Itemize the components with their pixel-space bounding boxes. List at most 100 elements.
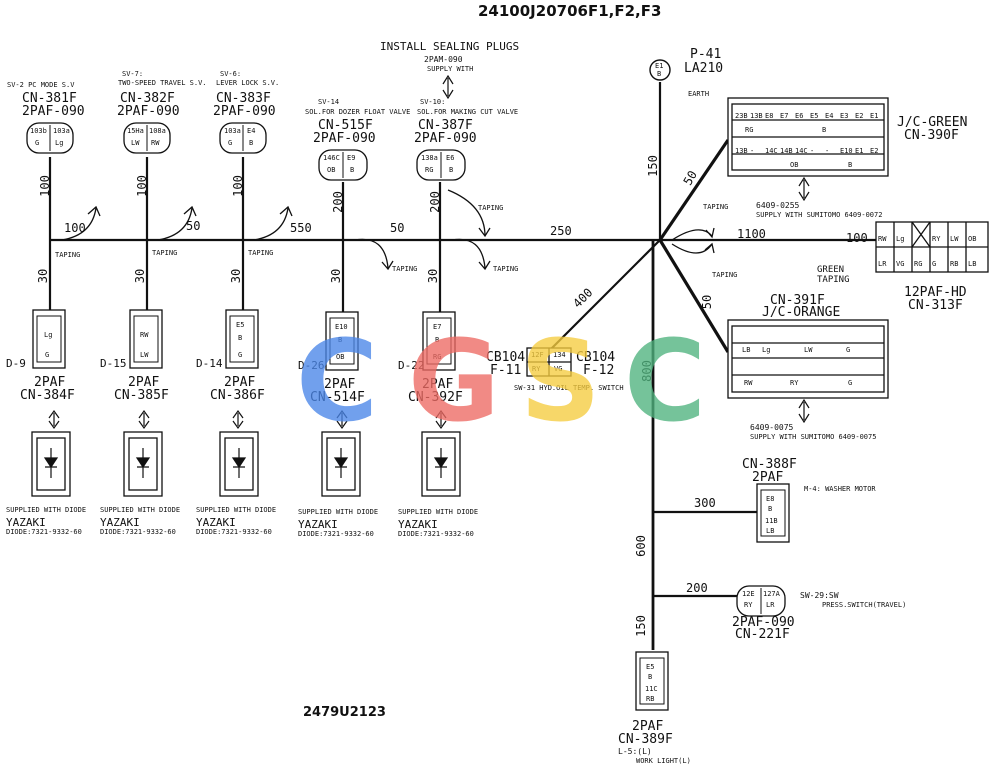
jc-green-pin: - bbox=[750, 147, 755, 155]
len-jc-orange: 50 bbox=[700, 294, 715, 310]
jc-green-pin: E3 bbox=[840, 112, 849, 120]
cn383-pin2: E4 bbox=[247, 127, 256, 135]
d14-pin2: B bbox=[238, 334, 243, 342]
jc-orange-c5: RW bbox=[744, 379, 753, 387]
cn382-pin1: 15Ha bbox=[127, 127, 144, 135]
d26-pin3: OB bbox=[336, 353, 345, 361]
taping-4: TAPING bbox=[392, 265, 418, 273]
cn387-pin2: E6 bbox=[446, 154, 455, 162]
cn388-pin2: B bbox=[768, 505, 773, 513]
paf12-pin: Lg bbox=[896, 235, 905, 243]
d22-diode: DIODE:7321-9332-60 bbox=[398, 530, 474, 538]
jc-green-pin: 14C bbox=[795, 147, 808, 155]
jc-orange-c6: RY bbox=[790, 379, 799, 387]
d22-type: 2PAF bbox=[422, 377, 454, 392]
d15-pin1: RW bbox=[140, 331, 149, 339]
cn221-type: 2PAF-090 bbox=[732, 615, 795, 630]
jc-green-pin: E5 bbox=[810, 112, 819, 120]
len-cn383: 100 bbox=[230, 175, 245, 197]
cn221-code: CN-221F bbox=[735, 627, 790, 642]
paf12-pin: LR bbox=[878, 260, 887, 268]
cn515-color2: B bbox=[350, 166, 355, 174]
cn221-func: SW-29:SW bbox=[800, 591, 839, 600]
cn388-code: CN-388F bbox=[742, 457, 797, 472]
cn221-color2: LR bbox=[766, 601, 775, 609]
cn515-code: CN-515F bbox=[318, 118, 373, 133]
jc-green-pin: 13B bbox=[750, 112, 763, 120]
watermark-letter-4: C bbox=[624, 317, 707, 447]
cn389-code: CN-389F bbox=[618, 732, 673, 747]
earth-ref: P-41 bbox=[690, 47, 722, 62]
d14-code: CN-386F bbox=[210, 388, 265, 403]
len-cn381: 100 bbox=[37, 175, 52, 197]
taping-7: TAPING bbox=[703, 203, 729, 211]
jc-green-pin: 23B bbox=[735, 112, 748, 120]
cn381-type: 2PAF-090 bbox=[22, 104, 85, 119]
cn382-type: 2PAF-090 bbox=[117, 104, 180, 119]
d14-supplied: SUPPLIED WITH DIODE bbox=[196, 506, 277, 514]
d26-diode: DIODE:7321-9332-60 bbox=[298, 530, 374, 538]
paf12-note1: GREEN bbox=[817, 265, 845, 275]
d9-maker: YAZAKI bbox=[6, 516, 46, 529]
d14-ref: D-14 bbox=[196, 357, 223, 370]
cn382-color2: RW bbox=[151, 139, 160, 147]
watermark-letter-3: S bbox=[520, 317, 601, 447]
d9-pin1: Lg bbox=[44, 331, 53, 339]
jc-orange-c3: LW bbox=[804, 346, 813, 354]
jc-orange-supply: SUPPLY WITH SUMITOMO 6409-0075 bbox=[750, 433, 877, 441]
jc-green-row1-color2: B bbox=[822, 126, 827, 134]
cn389-type: 2PAF bbox=[632, 719, 664, 734]
d15-type: 2PAF bbox=[128, 375, 160, 390]
cn389-pin3: 11C bbox=[645, 685, 658, 693]
jc-green-pin: E7 bbox=[780, 112, 789, 120]
d9-diode: DIODE:7321-9332-60 bbox=[6, 528, 82, 536]
cn515-pin2: E9 bbox=[347, 154, 356, 162]
len-d26: 30 bbox=[329, 268, 344, 284]
len-d: 50 bbox=[390, 221, 405, 235]
jc-orange-c4: G bbox=[846, 346, 851, 354]
d14-pin1: E5 bbox=[236, 321, 245, 329]
cn389-pin1: E5 bbox=[646, 663, 655, 671]
jc-green-pin: E2 bbox=[870, 147, 879, 155]
jc-green-row2-color2: B bbox=[848, 161, 853, 169]
cn382-pin2: 108a bbox=[149, 127, 166, 135]
paf12-pin: OB bbox=[968, 235, 977, 243]
cn383-code: CN-383F bbox=[216, 91, 271, 106]
jc-orange-code: CN-391F bbox=[770, 293, 825, 308]
len-cn388: 300 bbox=[694, 496, 716, 510]
cn515-func: SV-14 bbox=[318, 98, 340, 106]
earth-label: EARTH bbox=[688, 90, 710, 98]
cn515-pin1: 146C bbox=[323, 154, 340, 162]
cb104-pin-l-color: RY bbox=[532, 365, 541, 373]
cn387-pin1: 138a bbox=[421, 154, 438, 162]
d15-code: CN-385F bbox=[114, 388, 169, 403]
jc-green-pin: E10 bbox=[840, 147, 853, 155]
d15-maker: YAZAKI bbox=[100, 516, 140, 529]
d22-pin2: B bbox=[435, 336, 440, 344]
d15-pin2: LW bbox=[140, 351, 149, 359]
jc-green-pin: E2 bbox=[855, 112, 864, 120]
earth-pin-color: B bbox=[657, 70, 662, 78]
jc-orange-c1: LB bbox=[742, 346, 751, 354]
cn383-color2: B bbox=[249, 139, 254, 147]
cn389-func2: WORK LIGHT(L) bbox=[636, 757, 691, 765]
d14-pin3: G bbox=[238, 351, 243, 359]
cn383-color1: G bbox=[228, 139, 233, 147]
taping-2: TAPING bbox=[152, 249, 178, 257]
jc-green-pin: 14C bbox=[765, 147, 778, 155]
d26-code: CN-514F bbox=[310, 390, 365, 405]
cb104-pin-r: 134 bbox=[553, 351, 566, 359]
len-12paf-a: 1100 bbox=[737, 227, 766, 241]
paf12-pin: RG bbox=[914, 260, 923, 268]
len-d22: 30 bbox=[426, 268, 441, 284]
jc-green-row2-color1: OB bbox=[790, 161, 799, 169]
jc-green-pin: - bbox=[825, 147, 830, 155]
jc-green-pin: - bbox=[810, 147, 815, 155]
cn389-pin2: B bbox=[648, 673, 653, 681]
len-lower-b: 600 bbox=[633, 535, 648, 557]
paf12-pin: VG bbox=[896, 260, 905, 268]
cn388-pin3: 11B bbox=[765, 517, 778, 525]
watermark-letter-2: G bbox=[408, 317, 500, 447]
sealing-note-part: 2PAM-090 bbox=[424, 55, 463, 64]
jc-green-pin: 14B bbox=[780, 147, 793, 155]
